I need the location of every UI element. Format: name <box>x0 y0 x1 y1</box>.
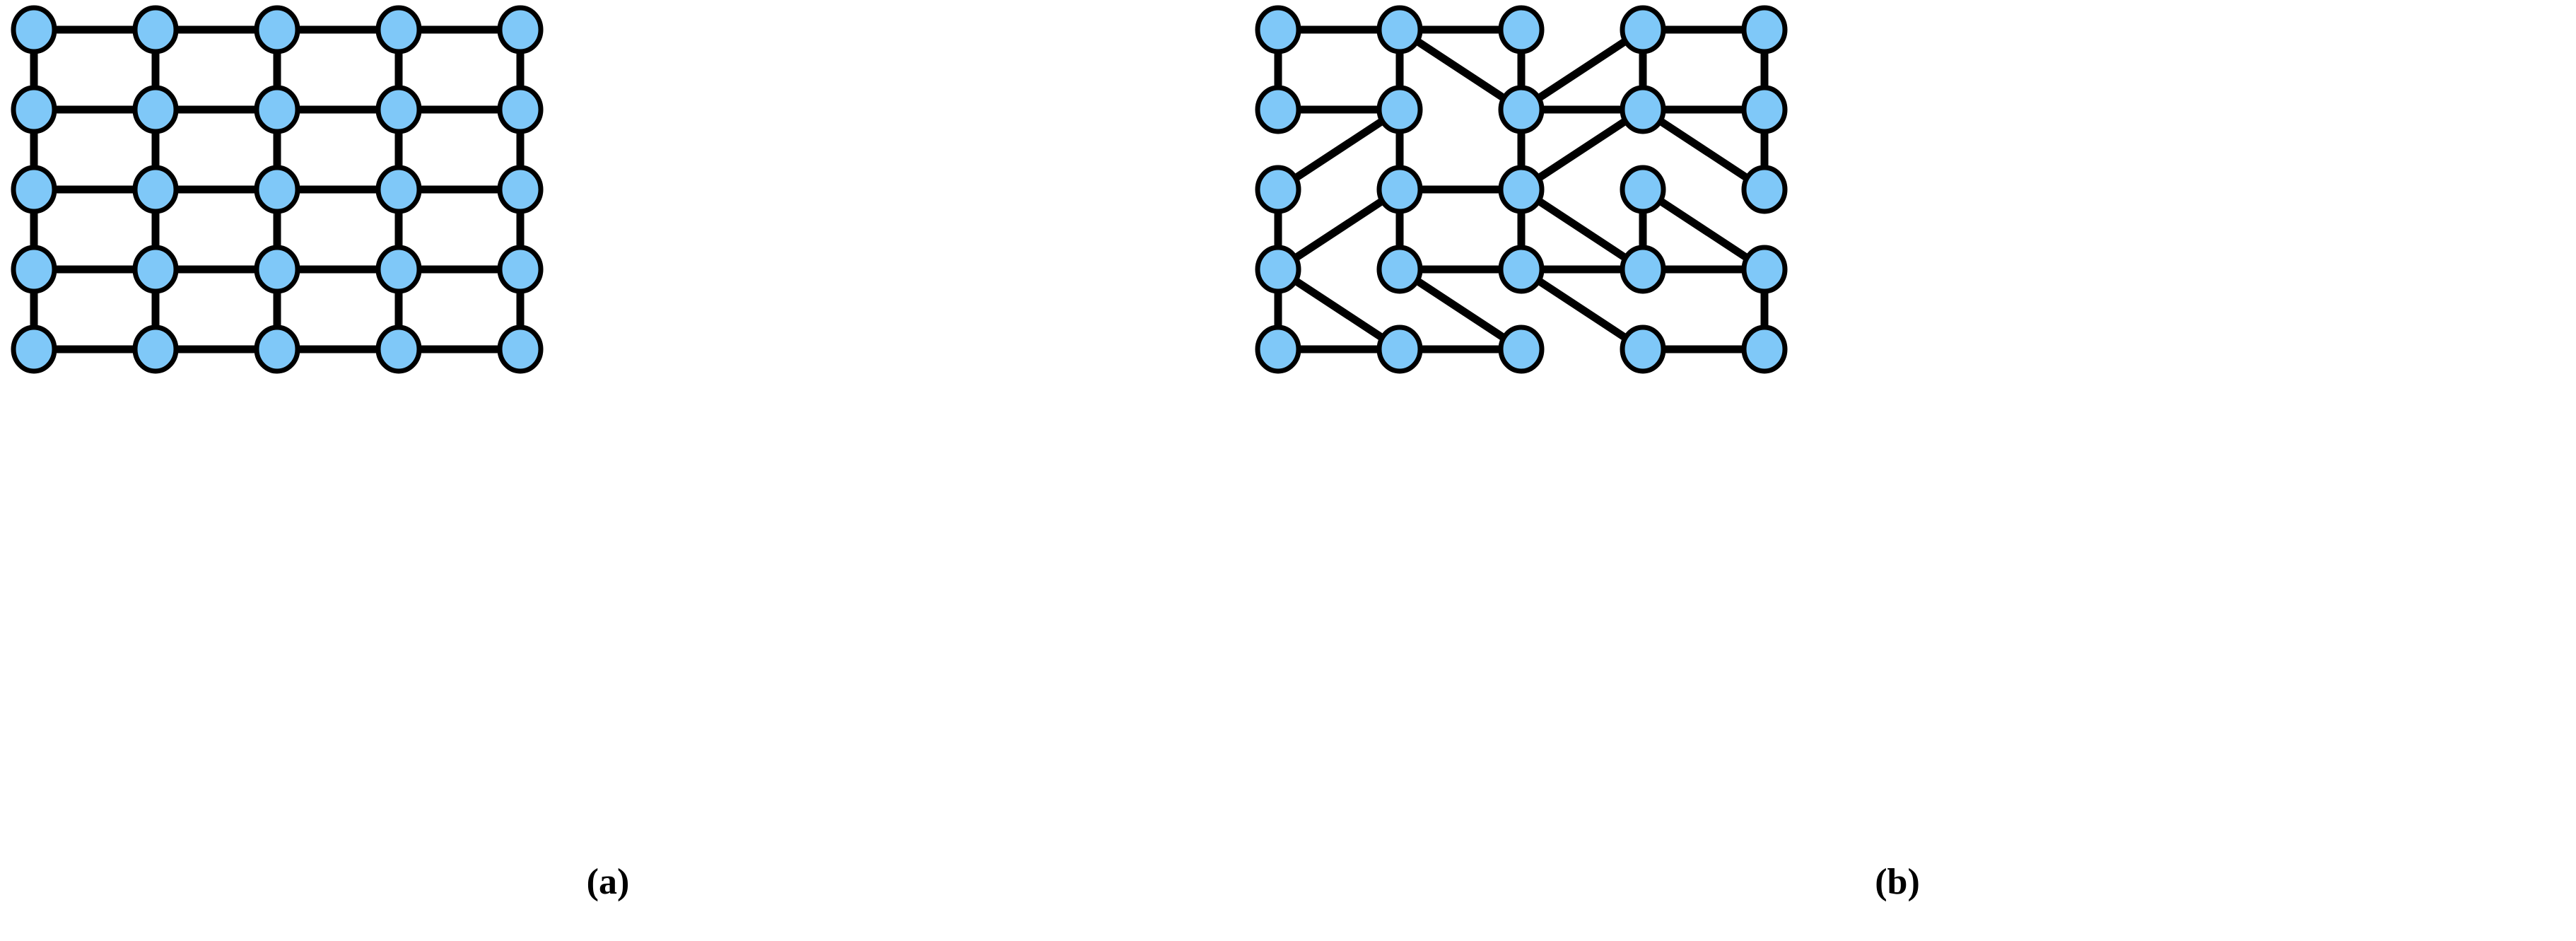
mesh-node <box>132 245 179 294</box>
mesh-node <box>1376 245 1423 294</box>
mesh-node <box>1255 325 1301 374</box>
mesh-link <box>1397 266 1524 353</box>
mesh-node <box>1741 245 1788 294</box>
mesh-node <box>1376 165 1423 214</box>
mesh-node <box>1620 325 1666 374</box>
mesh-node <box>497 5 544 54</box>
mesh-node <box>11 85 57 134</box>
mesh-link <box>1275 186 1403 273</box>
mesh-link <box>1640 186 1767 273</box>
mesh-link <box>1275 106 1403 193</box>
mesh-node <box>254 165 300 214</box>
mesh-node <box>1741 5 1788 54</box>
mesh-link <box>1397 26 1524 113</box>
mesh-node <box>1376 85 1423 134</box>
mesh-node <box>375 5 422 54</box>
mesh-node <box>1376 325 1423 374</box>
mesh-node <box>11 165 57 214</box>
mesh-node <box>1741 325 1788 374</box>
panel-a-caption: (a) <box>586 862 630 902</box>
mesh-node <box>1255 245 1301 294</box>
irregular-mesh-diagram <box>1255 5 1788 374</box>
mesh-link <box>1275 266 1403 353</box>
mesh-node <box>1620 245 1666 294</box>
mesh-link <box>1640 106 1767 193</box>
mesh-node <box>1498 245 1545 294</box>
mesh-node <box>132 165 179 214</box>
mesh-node <box>11 245 57 294</box>
mesh-node <box>254 325 300 374</box>
mesh-node <box>375 85 422 134</box>
mesh-node <box>375 245 422 294</box>
mesh-node <box>1498 325 1545 374</box>
mesh-node <box>375 325 422 374</box>
mesh-node <box>1498 85 1545 134</box>
mesh-node <box>1620 5 1666 54</box>
irregular-mesh-node-layer <box>1255 5 1788 374</box>
mesh-node <box>1255 5 1301 54</box>
mesh-node <box>1498 5 1545 54</box>
mesh-node <box>1620 85 1666 134</box>
mesh-node <box>132 5 179 54</box>
mesh-node <box>11 325 57 374</box>
mesh-node <box>1255 85 1301 134</box>
mesh-node <box>1498 165 1545 214</box>
mesh-node <box>132 325 179 374</box>
mesh-node <box>497 165 544 214</box>
mesh-node <box>1620 165 1666 214</box>
mesh-link <box>1518 106 1646 193</box>
mesh-node <box>1255 165 1301 214</box>
regular-mesh-diagram <box>11 5 544 374</box>
panel-b-caption: (b) <box>1875 862 1920 902</box>
regular-mesh-node-layer <box>11 5 544 374</box>
mesh-node <box>11 5 57 54</box>
mesh-node <box>497 325 544 374</box>
mesh-node <box>254 85 300 134</box>
mesh-node <box>1741 165 1788 214</box>
mesh-link <box>1518 266 1646 353</box>
mesh-node <box>254 5 300 54</box>
mesh-node <box>375 165 422 214</box>
panel-regular-mesh: (a) <box>0 0 1244 941</box>
mesh-link <box>1518 186 1646 273</box>
panel-irregular-mesh: (b) <box>1244 0 2576 941</box>
mesh-node <box>254 245 300 294</box>
mesh-node <box>497 245 544 294</box>
mesh-node <box>1376 5 1423 54</box>
mesh-node <box>132 85 179 134</box>
mesh-node <box>1741 85 1788 134</box>
mesh-node <box>497 85 544 134</box>
mesh-link <box>1518 26 1646 113</box>
